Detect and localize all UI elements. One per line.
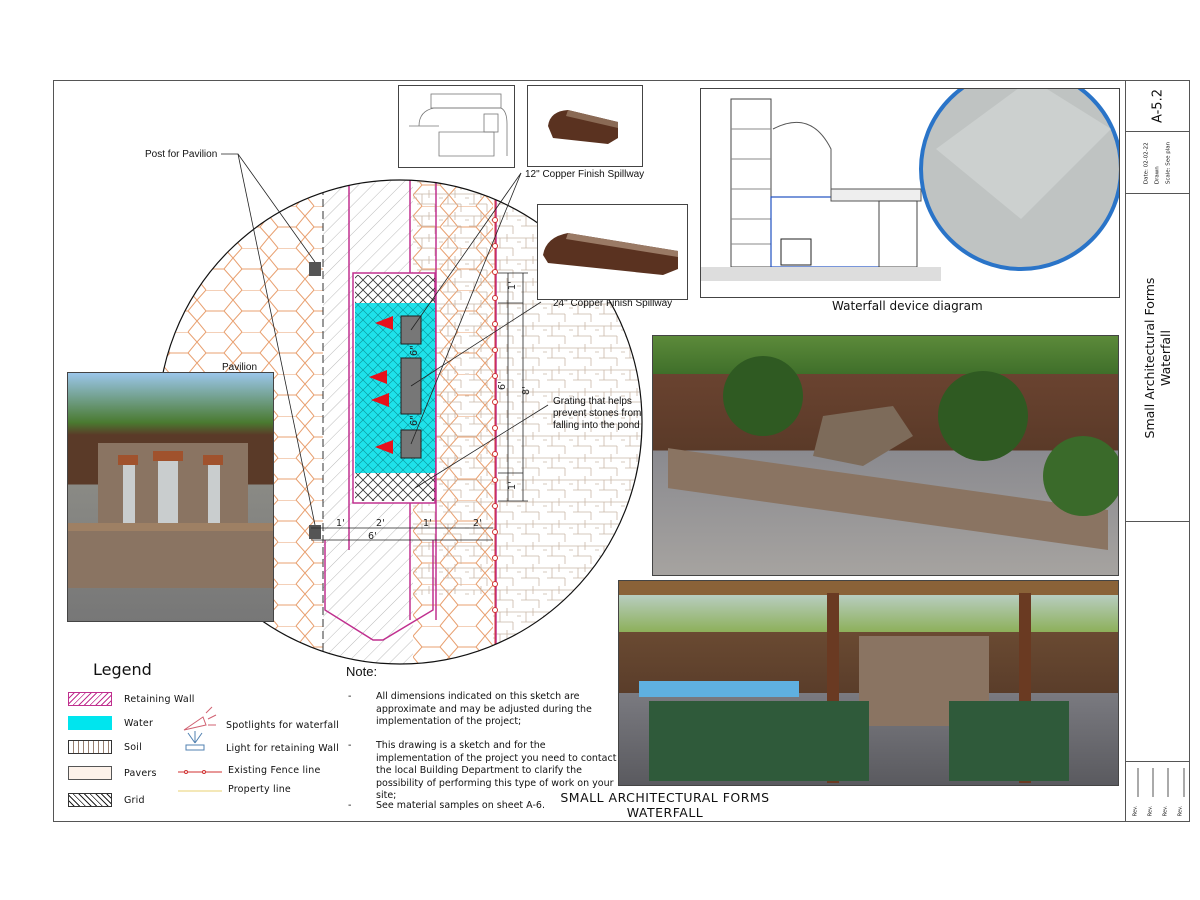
fence-posts	[492, 217, 498, 613]
grid-swatch	[68, 793, 112, 807]
dim-bottom-grid: 1'	[507, 481, 518, 490]
spotlight-markers	[369, 316, 393, 454]
scale-label: Scale: See plan	[1165, 141, 1171, 184]
title-cell: Small Architectural Forms Waterfall	[1126, 194, 1189, 522]
note-item: -This drawing is a sketch and for the im…	[348, 740, 617, 801]
legend-item-retaining-wall: Retaining Wall	[68, 692, 195, 706]
title-line-2: Waterfall	[1157, 329, 1173, 386]
legend-symbols: Spotlights for waterfall Light for retai…	[178, 705, 348, 815]
notes-title: Note:	[346, 664, 378, 679]
pump-icon	[780, 238, 812, 266]
water-swatch	[68, 716, 112, 730]
retaining-wall-swatch	[68, 692, 112, 706]
wall-light-icon	[185, 731, 205, 751]
spillways	[400, 315, 422, 459]
pavilion-posts	[309, 262, 321, 539]
legend-label: Existing Fence line	[228, 765, 321, 776]
leader-lines	[221, 153, 549, 526]
legend-label: Spotlights for waterfall	[226, 720, 340, 731]
dim-wall-right: 1'	[423, 518, 432, 529]
legend-item-soil: Soil	[68, 740, 142, 754]
device-diagram-caption: Waterfall device diagram	[832, 299, 983, 313]
info-text: Date: 02-02-22 Drawn Scale: See plan	[1141, 141, 1174, 183]
callout-post-for-pavilion: Post for Pavilion	[145, 149, 218, 160]
pavers-swatch	[68, 766, 112, 780]
dim-gap-lower: 6"	[409, 415, 420, 426]
sheet-title: SMALL ARCHITECTURAL FORMS WATERFALL	[555, 790, 775, 820]
legend-label: Water	[124, 717, 154, 729]
waterfall-device-diagram	[700, 88, 1120, 298]
callout-grating: Grating that helps prevent stones from f…	[553, 396, 642, 431]
legend-label: Grid	[124, 794, 145, 806]
legend-label: Pavers	[124, 767, 157, 779]
sheet-title-vertical: Small Architectural Forms Waterfall	[1142, 277, 1174, 438]
note-text: This drawing is a sketch and for the imp…	[376, 740, 617, 801]
revision-cell: Rev. Rev. Rev. Rev.	[1126, 762, 1189, 822]
water-area	[355, 303, 435, 473]
dim-top-grid: 1'	[507, 281, 518, 290]
legend-label: Retaining Wall	[124, 693, 195, 705]
grid-bottom	[355, 473, 435, 501]
render-pavilion-seating	[618, 580, 1119, 786]
dim-wall-left: 1'	[336, 518, 345, 529]
callout-24-spillway: 24" Copper Finish Spillway	[553, 298, 673, 309]
sheet-title-line-1: SMALL ARCHITECTURAL FORMS	[560, 790, 770, 805]
legend-materials: Retaining Wall Water Soil Pavers Grid	[68, 692, 198, 812]
note-text: See material samples on sheet A-6.	[376, 800, 545, 811]
dim-gap-upper: 6"	[409, 345, 420, 356]
title-block: A-5.2 Date: 02-02-22 Drawn Scale: See pl…	[1125, 80, 1190, 822]
sheet-number-cell: A-5.2	[1126, 80, 1189, 132]
dimension-lines	[311, 272, 528, 541]
info-cell: Date: 02-02-22 Drawn Scale: See plan	[1126, 132, 1189, 194]
blank-cell	[1126, 522, 1189, 762]
note-item: -All dimensions indicated on this sketch…	[348, 691, 592, 727]
legend-label: Property line	[228, 784, 291, 795]
dim-water-length: 6'	[497, 381, 508, 390]
soil-swatch	[68, 740, 112, 754]
spillway-12-image	[527, 85, 643, 167]
ground	[701, 267, 941, 281]
legend-item-water: Water	[68, 716, 153, 730]
callout-pavilion: Pavilion	[222, 362, 258, 373]
sheet-number: A-5.2	[1150, 88, 1165, 123]
legend-item-grid: Grid	[68, 793, 145, 807]
render-waterfall-front	[67, 372, 274, 622]
spotlight-icon	[183, 706, 217, 731]
revision-lines	[1137, 768, 1185, 797]
legend-label: Light for retaining Wall	[226, 743, 339, 754]
grid-top	[355, 275, 435, 303]
dim-total-length: 8'	[521, 386, 532, 395]
drawn-label: Drawn	[1154, 165, 1160, 184]
legend-item-pavers: Pavers	[68, 766, 157, 780]
spillway-24-image	[537, 204, 688, 300]
dim-grid-width: 2'	[376, 518, 385, 529]
render-waterfall-garden	[652, 335, 1119, 576]
dim-soil-right: 2'	[473, 518, 482, 529]
fence-line-icon	[178, 770, 222, 774]
legend-label: Soil	[124, 741, 142, 753]
legend-title: Legend	[93, 660, 152, 679]
dim-total-width: 6'	[368, 531, 377, 542]
sheet-title-line-2: WATERFALL	[626, 805, 704, 820]
title-line-1: Small Architectural Forms	[1141, 277, 1157, 438]
spillway-section-sketch	[398, 85, 515, 168]
note-text: All dimensions indicated on this sketch …	[376, 691, 592, 727]
date-label: Date: 02-02-22	[1143, 141, 1149, 184]
column-blocks	[730, 98, 772, 268]
callout-12-spillway: 12" Copper Finish Spillway	[525, 169, 645, 180]
sheet-border	[53, 80, 1190, 822]
note-item: -See material samples on sheet A-6.	[348, 800, 545, 811]
